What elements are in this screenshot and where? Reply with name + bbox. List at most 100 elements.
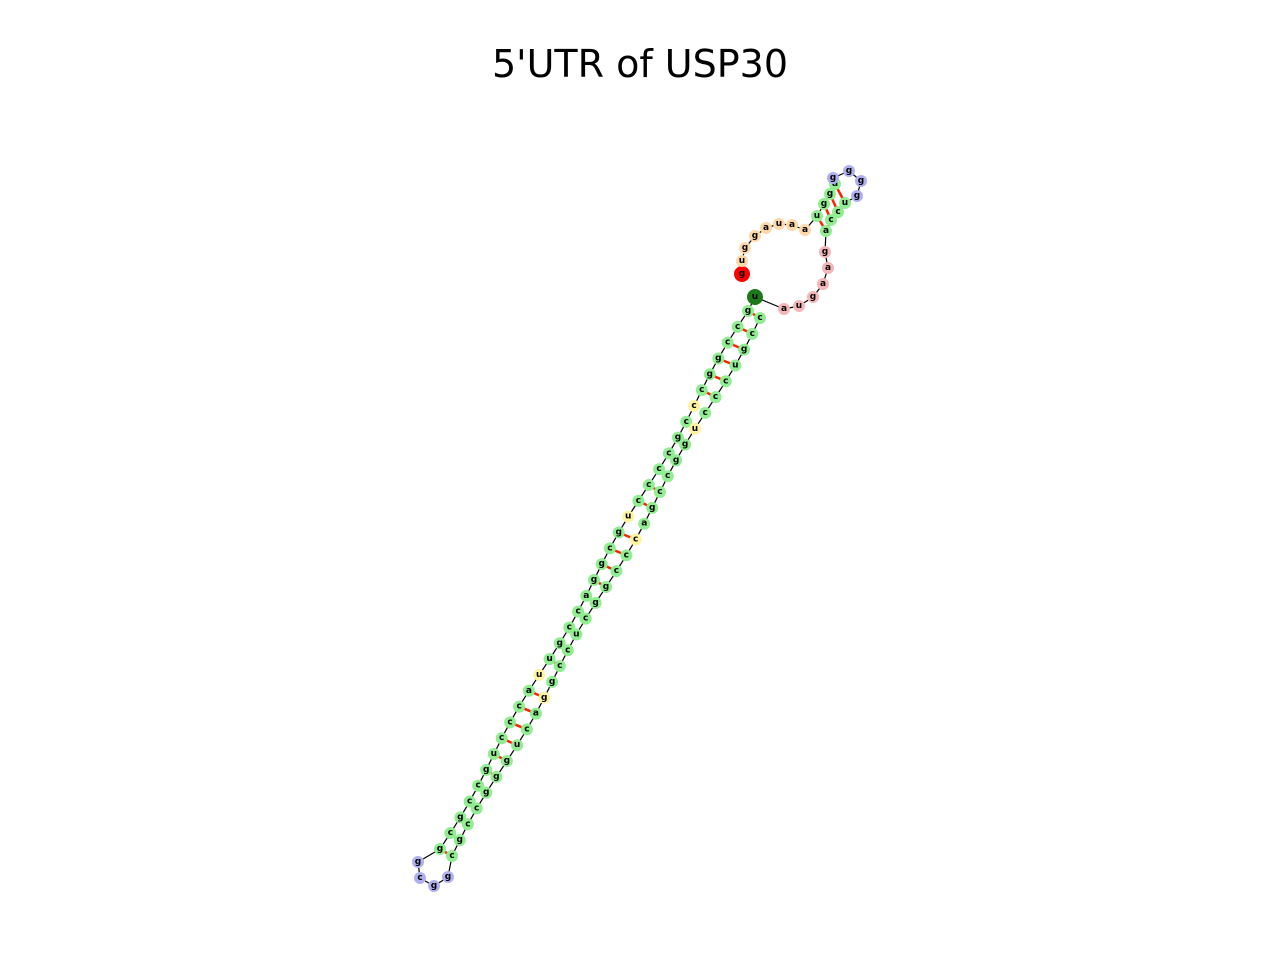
nucleotide-letter: c [507, 717, 512, 727]
nucleotide-marker [703, 368, 716, 381]
main-stem-nt: c [610, 565, 623, 578]
main-stem-nt: u [543, 653, 556, 666]
nucleotide-marker [487, 748, 500, 761]
nucleotide-letter: a [789, 220, 795, 230]
main-stem-nt: g [742, 305, 754, 317]
bottom-loop-nt: g [412, 856, 424, 868]
nucleotide-marker [709, 391, 722, 404]
nucleotide-marker [695, 384, 708, 397]
nucleotide-marker [799, 224, 811, 236]
main-stem-nt: c [629, 533, 642, 546]
nucleotide-letter: g [592, 598, 598, 608]
main-stem-nt: g [588, 574, 600, 586]
main-stem-nt: c [579, 612, 592, 625]
main-stem-nt: c [699, 406, 712, 419]
nucleotide-letter: g [615, 528, 621, 538]
nucleotide-letter: c [624, 550, 629, 560]
nucleotide-letter: g [457, 812, 463, 822]
nucleotide-letter: u [739, 256, 745, 266]
nucleotide-marker [646, 501, 659, 514]
nucleotide-letter: c [474, 804, 479, 814]
three-prime-end: u [747, 289, 763, 305]
nucleotide-letter: c [684, 417, 689, 427]
hairpin-stem-nt: u [839, 197, 851, 209]
nucleotide-letter: c [448, 828, 453, 838]
nucleotide-letter: c [828, 215, 833, 225]
nucleotide-marker [653, 486, 666, 499]
nucleotide-marker [570, 628, 583, 641]
main-stem-nt: c [731, 320, 744, 333]
nucleotide-marker [610, 565, 623, 578]
nucleotide-letter: c [713, 392, 718, 402]
nucleotide-letter: c [666, 448, 671, 458]
main-stem-nt: u [533, 668, 546, 681]
hairpin-stem-nt: c [832, 206, 844, 218]
nucleotide-letter: c [465, 819, 470, 829]
main-stem-nt: c [653, 463, 666, 476]
nucleotide-marker [442, 871, 454, 883]
nucleotide-letter: c [607, 543, 612, 553]
nucleotide-marker [589, 596, 602, 609]
main-stem-nt: g [646, 501, 659, 514]
nucleotide-marker [731, 320, 744, 333]
nucleotide-marker [454, 811, 467, 824]
hairpin-loop-nt: g [843, 165, 855, 177]
main-stem-nt: a [580, 589, 593, 602]
main-stem-nt: c [495, 732, 508, 745]
nucleotide-letter: g [715, 353, 721, 363]
nucleotide-letter: c [691, 401, 696, 411]
nucleotide-marker [612, 526, 625, 539]
nucleotide-marker [824, 188, 836, 200]
nucleotide-letter: c [646, 480, 651, 490]
main-stem-nt: g [546, 675, 559, 688]
nucleotide-marker [843, 165, 855, 177]
backbone-and-pairs [417, 170, 862, 887]
nucleotide-marker [786, 219, 798, 231]
hairpin-stem-nt: c [825, 214, 837, 226]
main-stem-nt: a [529, 707, 542, 720]
multiloop-nt: g [807, 291, 819, 303]
nucleotide-letter: c [516, 702, 521, 712]
main-stem-nt: u [570, 628, 583, 641]
main-stem-nt: c [444, 827, 457, 840]
nucleotide-letter: c [735, 322, 740, 332]
bottom-loop-nt: c [414, 872, 426, 884]
nucleotide-marker [734, 266, 750, 282]
nucleotide-marker [699, 406, 712, 419]
nucleotide-letter: c [750, 329, 755, 339]
external-loop-nt: u [736, 255, 748, 267]
nucleotide-letter: g [810, 292, 816, 302]
main-stem-nt: g [500, 755, 513, 768]
main-stem-nt: u [688, 422, 701, 435]
main-stem-nt: u [622, 510, 635, 523]
nucleotide-marker [444, 827, 457, 840]
nucleotide-letter: u [573, 629, 579, 639]
multiloop-nt: u [793, 300, 805, 312]
nucleotide-letter: a [820, 279, 826, 289]
nucleotide-letter: c [476, 781, 481, 791]
nucleotide-letter: u [546, 654, 552, 664]
multiloop-nt: a [817, 278, 829, 290]
nucleotide-letter: g [745, 306, 751, 316]
nucleotide-letter: c [524, 724, 529, 734]
nucleotide-marker [742, 305, 754, 317]
main-stem-nt: g [454, 811, 467, 824]
nucleotide-letter: c [614, 566, 619, 576]
nucleotide-letter: g [649, 503, 655, 513]
nucleotide-marker [572, 605, 585, 618]
nucleotide-marker [553, 637, 566, 650]
nucleotide-marker [817, 278, 829, 290]
main-stem-nt: c [603, 542, 616, 555]
main-stem-nt: g [589, 596, 602, 609]
nucleotide-marker [679, 438, 692, 451]
nucleotide-marker [738, 343, 751, 356]
nucleotide-marker [600, 581, 612, 593]
nucleotide-marker [446, 850, 458, 862]
nucleotide-letter: c [583, 614, 588, 624]
main-stem-nt: g [434, 843, 446, 855]
nucleotide-letter: c [633, 535, 638, 545]
nucleotide-marker [470, 802, 483, 815]
nucleotide-marker [721, 336, 734, 349]
nucleotide-marker [793, 300, 805, 312]
